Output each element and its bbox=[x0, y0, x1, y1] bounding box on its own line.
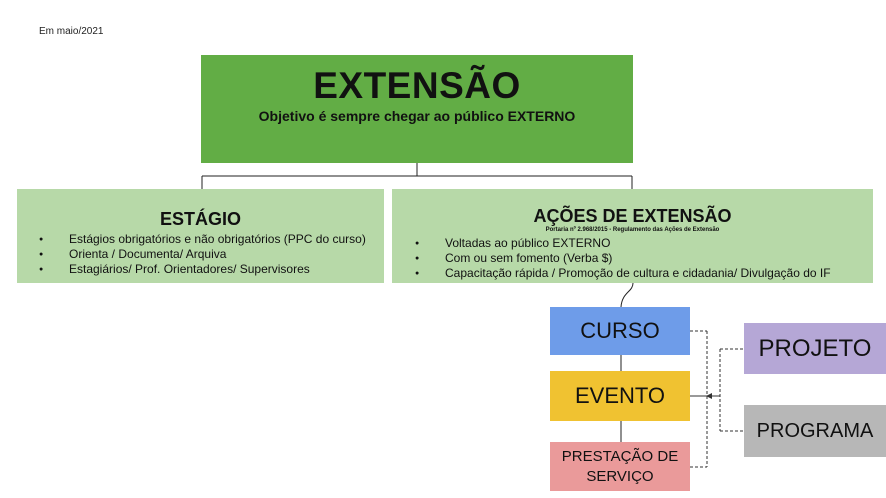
programa-box: PROGRAMA bbox=[744, 405, 886, 457]
estagio-box: ESTÁGIO Estágios obrigatórios e não obri… bbox=[17, 189, 384, 283]
projeto-box: PROJETO bbox=[744, 323, 886, 374]
extensao-title: EXTENSÃO bbox=[313, 65, 521, 106]
extensao-box: EXTENSÃO Objetivo é sempre chegar ao púb… bbox=[201, 55, 633, 163]
estagio-title: ESTÁGIO bbox=[159, 209, 241, 229]
acoes-list: Voltadas ao público EXTERNO Com ou sem f… bbox=[415, 236, 831, 281]
extensao-subtitle: Objetivo é sempre chegar ao público EXTE… bbox=[258, 108, 576, 124]
servico-line-2: SERVIÇO bbox=[586, 467, 654, 485]
curso-label: CURSO bbox=[580, 318, 660, 343]
estagio-list: Estágios obrigatórios e não obrigatórios… bbox=[39, 232, 366, 277]
prestacao-servico-box: PRESTAÇÃO DE SERVIÇO bbox=[550, 442, 690, 491]
list-item: Estágios obrigatórios e não obrigatórios… bbox=[39, 232, 366, 247]
list-item: Orienta / Documenta/ Arquiva bbox=[39, 247, 366, 262]
list-item: Voltadas ao público EXTERNO bbox=[415, 236, 831, 251]
programa-label: PROGRAMA bbox=[756, 419, 874, 442]
servico-line-1: PRESTAÇÃO DE bbox=[561, 447, 679, 465]
evento-label: EVENTO bbox=[574, 383, 666, 408]
prestacao-servico-label: PRESTAÇÃO DE SERVIÇO bbox=[562, 447, 678, 487]
list-item: Estagiários/ Prof. Orientadores/ Supervi… bbox=[39, 262, 366, 277]
list-item: Capacitação rápida / Promoção de cultura… bbox=[415, 266, 831, 281]
acoes-subtitle: Portaria nº 2.968/2015 - Regulamento das… bbox=[545, 227, 720, 233]
list-item: Com ou sem fomento (Verba $) bbox=[415, 251, 831, 266]
date-note: Em maio/2021 bbox=[39, 26, 104, 37]
curso-box: CURSO bbox=[550, 307, 690, 355]
evento-box: EVENTO bbox=[550, 371, 690, 421]
projeto-label: PROJETO bbox=[758, 334, 872, 362]
acoes-title: AÇÕES DE EXTENSÃO bbox=[533, 206, 732, 226]
acoes-box: AÇÕES DE EXTENSÃO Portaria nº 2.968/2015… bbox=[392, 189, 873, 283]
